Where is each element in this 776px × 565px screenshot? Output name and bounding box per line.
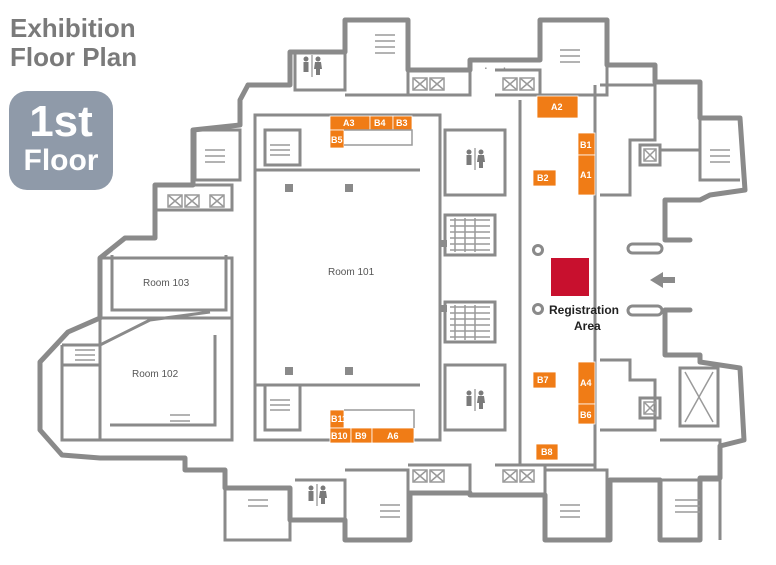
corridor-dots-bottom: · · · [460,484,507,500]
map-title: Exhibition Floor Plan [10,14,137,72]
room-102-label: Room 102 [132,369,179,380]
booth-b10-label: B10 [331,431,348,441]
booth-b7[interactable] [532,371,557,389]
corridor-dots-top: · · · [465,59,512,75]
booth-b2[interactable] [532,169,557,187]
registration-label-line2: Area [574,319,601,333]
booth-b8[interactable] [535,443,559,461]
stairs-icon [75,34,730,518]
booth-b8-label: B8 [541,447,553,457]
booth-b9-label: B9 [355,431,367,441]
registration-label-line1: Registration [549,303,619,317]
room-101-label: Room 101 [328,267,375,278]
booth-b7-label: B7 [537,375,549,385]
booth-a6[interactable] [371,427,415,444]
column-marker-1 [532,244,544,256]
booth-b11-label: B11 [331,414,347,424]
arrow-left-icon [650,272,675,288]
booth-a4-label: A4 [580,378,592,388]
map-title-line1: Exhibition [10,13,136,43]
booth-a2[interactable] [536,95,579,119]
column-marker-2 [532,303,544,315]
booth-b1-label: B1 [580,140,592,150]
registration-marker[interactable] [551,258,589,296]
booth-a3-label: A3 [343,118,355,128]
booth-b6[interactable] [577,403,596,425]
booth-b2-label: B2 [537,173,549,183]
booth-b3-label: B3 [396,118,408,128]
restroom-icon [303,55,485,506]
elevator-icon [167,77,657,483]
floor-badge: 1st Floor [9,91,113,190]
booth-a6-label: A6 [387,431,399,441]
booth-b5-label: B5 [331,135,343,145]
booth-b6-label: B6 [580,410,592,420]
booth-a1-label: A1 [580,170,592,180]
booth-b5[interactable] [329,129,345,149]
floor-number: 1st [29,97,93,146]
map-title-line2: Floor Plan [10,42,138,72]
booth-a1[interactable] [577,154,596,196]
booth-a2-label: A2 [551,102,563,112]
booths: A3 B4 B3 B5 A2 B1 A1 B2 A4 B6 B7 B8 B11 … [329,95,596,461]
pillars [285,184,447,375]
booth-b4-label: B4 [374,118,386,128]
floor-word: Floor [23,144,99,177]
room-103-label: Room 103 [143,278,190,289]
